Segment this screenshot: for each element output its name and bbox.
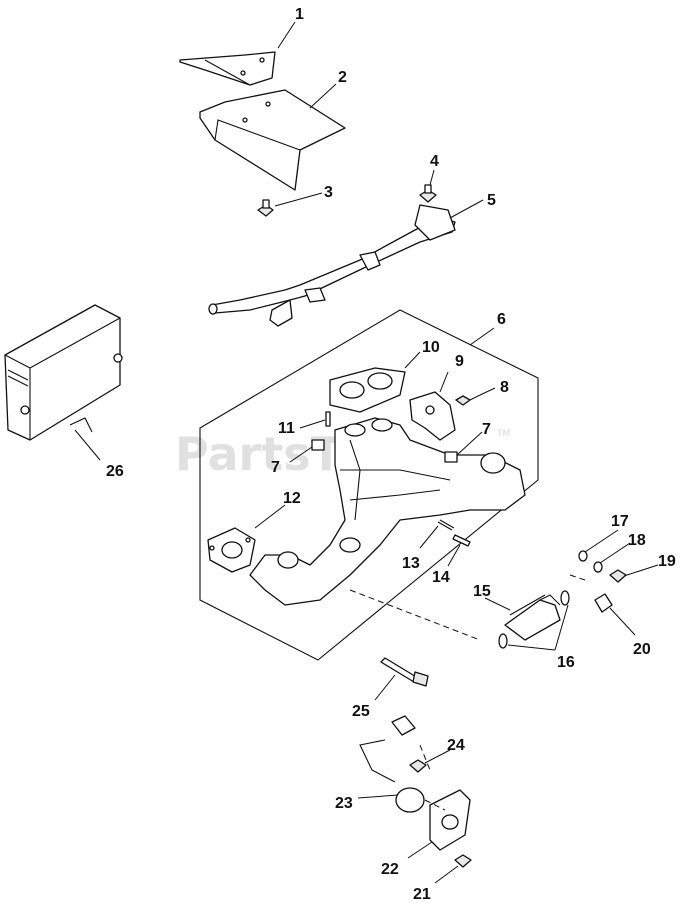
callout-16[interactable]: 16 [557,654,575,671]
callout-25[interactable]: 25 [352,703,370,720]
callout-1[interactable]: 1 [295,6,304,23]
callout-17[interactable]: 17 [611,513,629,530]
callout-14[interactable]: 14 [432,569,450,586]
part-5-fuel-rail[interactable] [208,204,456,327]
part-26-control-module[interactable] [4,304,123,441]
callout-labels: 1 2 3 4 5 6 7 7 8 9 10 11 12 13 14 15 16… [106,6,676,903]
part-16-o-rings[interactable] [498,590,570,649]
callout-13[interactable]: 13 [402,555,420,572]
part-10-gasket[interactable] [329,367,406,413]
callout-10[interactable]: 10 [422,339,440,356]
part-21-screw[interactable] [454,854,472,868]
callout-18[interactable]: 18 [628,532,646,549]
part-11-stud[interactable] [325,411,331,427]
part-18-washer[interactable] [593,561,603,573]
part-6-intake-manifold[interactable] [249,417,526,606]
callout-19[interactable]: 19 [658,553,676,570]
part-4-screw[interactable] [419,184,437,203]
part-3-screw[interactable] [257,199,274,217]
part-2-heat-shield[interactable] [199,89,346,191]
callout-22[interactable]: 22 [381,861,399,878]
part-9-sensor[interactable] [409,391,456,441]
callout-3[interactable]: 3 [324,184,333,201]
part-19-screw[interactable] [609,569,627,583]
callout-12[interactable]: 12 [283,490,301,507]
part-24-screw[interactable] [409,759,427,773]
part-14-screw[interactable] [452,534,471,547]
part-7-fitting-left[interactable] [311,439,325,451]
callout-24[interactable]: 24 [447,737,465,754]
part-1-bracket[interactable] [179,51,276,86]
alignment-lines [349,574,586,811]
part-17-washer[interactable] [578,550,588,562]
part-13-spring[interactable] [437,519,455,531]
callout-20[interactable]: 20 [633,641,651,658]
callout-26[interactable]: 26 [106,463,124,480]
callout-5[interactable]: 5 [487,192,496,209]
part-23-sensor[interactable] [359,715,425,813]
callout-8[interactable]: 8 [500,379,509,396]
part-15-injector[interactable] [504,594,561,641]
part-20-clip[interactable] [594,593,613,613]
callout-6[interactable]: 6 [497,311,506,328]
callout-11[interactable]: 11 [278,420,295,437]
part-22-bracket[interactable] [429,789,471,851]
part-8-screw[interactable] [455,395,479,406]
part-6-assembly-frame [199,309,539,661]
callout-4[interactable]: 4 [430,153,439,170]
part-7-fitting-right[interactable] [444,451,458,463]
callout-21[interactable]: 21 [413,886,431,903]
part-12-gasket[interactable] [207,527,256,573]
part-25-bolt[interactable] [380,657,429,687]
callout-15[interactable]: 15 [473,583,491,600]
callout-23[interactable]: 23 [335,795,353,812]
leader-lines [74,21,659,884]
callout-7-left[interactable]: 7 [271,459,280,476]
callout-7-right[interactable]: 7 [482,421,491,438]
watermark-tm: TM [496,429,510,439]
callout-9[interactable]: 9 [455,353,464,370]
callout-2[interactable]: 2 [338,69,347,86]
